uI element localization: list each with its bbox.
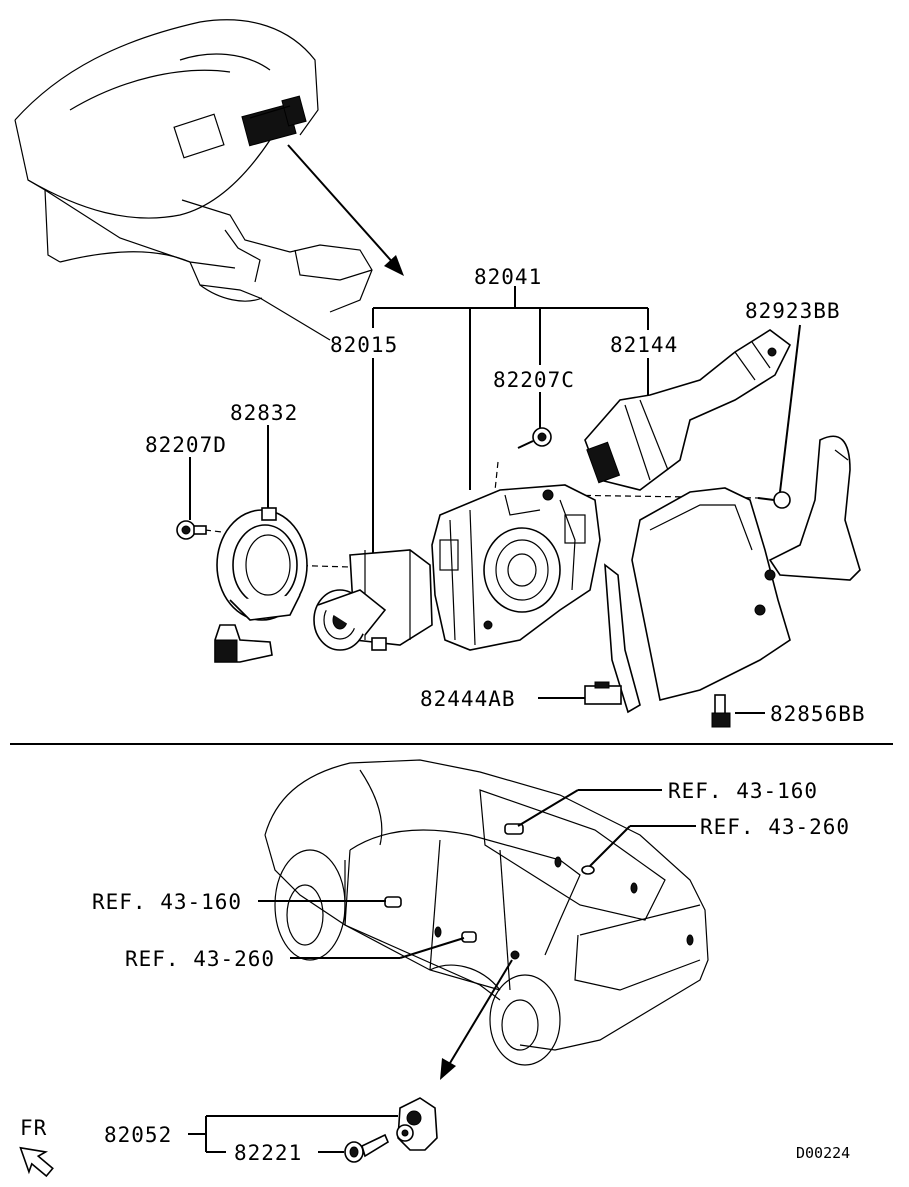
front-direction-arrow: [19, 1146, 54, 1178]
label-82052: 82052: [104, 1123, 172, 1147]
vehicle-illustration: [264, 759, 709, 1066]
label-82923BB: 82923BB: [745, 299, 841, 323]
label-ref-43-160-left: REF. 43-160: [92, 890, 242, 914]
label-82144: 82144: [610, 333, 678, 357]
bottom-leaders: [188, 1115, 398, 1153]
dashboard-illustration: [14, 19, 404, 341]
callout-arrow: [287, 144, 396, 266]
diagram-code: D00224: [796, 1144, 850, 1162]
ref-leader-lines: [258, 789, 696, 1080]
screw-82207D: [176, 520, 207, 540]
screw-82207C: [517, 427, 552, 449]
bolt-82856BB: [711, 694, 731, 728]
label-ref-43-260-left: REF. 43-260: [125, 947, 275, 971]
label-82444AB: 82444AB: [420, 687, 516, 711]
label-82207C: 82207C: [493, 368, 575, 392]
screw-82923BB: [757, 491, 791, 509]
fr-label: FR: [20, 1116, 47, 1140]
arrow-head: [384, 255, 404, 276]
column-switch-body-82041: [431, 484, 601, 651]
screw-82221: [344, 1133, 390, 1163]
clock-spring-82832: [214, 507, 308, 663]
label-82207D: 82207D: [145, 433, 227, 457]
label-ref-43-260-right: REF. 43-260: [700, 815, 850, 839]
label-82856BB: 82856BB: [770, 702, 866, 726]
column-cover: [604, 435, 861, 714]
column-switch-location: [241, 95, 307, 147]
lock-assembly-82015: [313, 549, 433, 651]
clip-82444AB: [584, 681, 622, 705]
label-82832: 82832: [230, 401, 298, 425]
label-82221: 82221: [234, 1141, 302, 1165]
wiper-switch-82144: [584, 329, 792, 491]
bracket-82052: [396, 1097, 438, 1151]
label-ref-43-160-right: REF. 43-160: [668, 779, 818, 803]
label-82015: 82015: [330, 333, 398, 357]
label-82041: 82041: [474, 265, 542, 289]
